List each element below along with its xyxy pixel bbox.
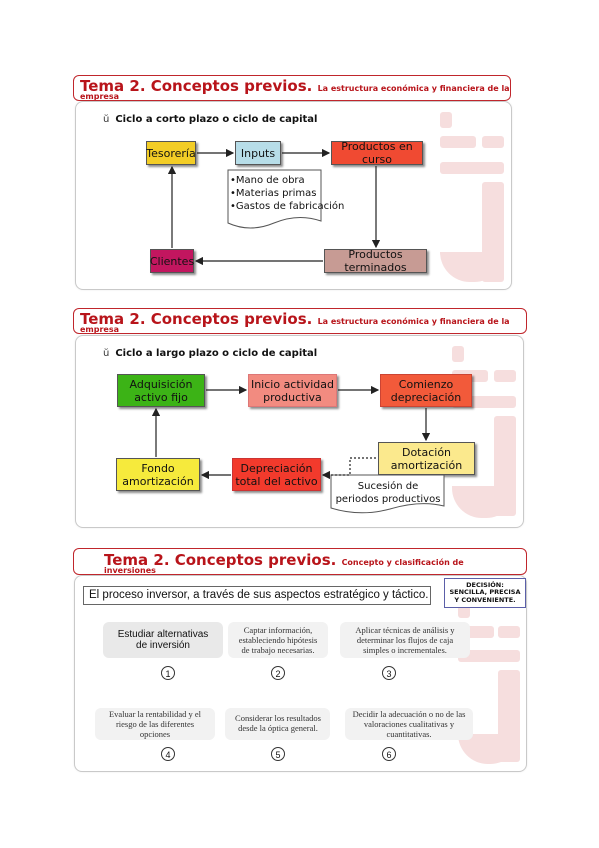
- inputs-document-shape: [227, 169, 322, 229]
- slide-1-arrows: [167, 148, 381, 266]
- note-periodos: Sucesión de periodos productivos: [335, 481, 441, 505]
- step-5-number: 5: [271, 747, 285, 761]
- step-shade-row-1: [228, 622, 328, 658]
- step-1-number: 1: [161, 666, 175, 680]
- step-4-number: 4: [161, 747, 175, 761]
- slide-subtitle: La estructura económica y financiera de …: [317, 84, 510, 93]
- watermark-logo: [430, 110, 510, 285]
- slide-2-title-bar: Tema 2. Conceptos previos. La estructura…: [73, 308, 527, 334]
- bullet-icon: ŭ: [103, 348, 110, 359]
- watermark-logo: [442, 342, 522, 522]
- step-6-number: 6: [382, 747, 396, 761]
- process-heading-box: El proceso inversor, a través de sus asp…: [83, 586, 431, 605]
- arrow-dotacion-depreciacion: [321, 457, 376, 480]
- slide-2-arrows: [151, 385, 431, 480]
- inputs-item: •Gastos de fabricación: [230, 201, 345, 212]
- step-shade-row-2: [95, 708, 215, 740]
- step-3-number: 3: [382, 666, 396, 680]
- step-2-text: Captar información,estableciendo hipótes…: [238, 625, 318, 655]
- box-clientes: Clientes: [150, 249, 194, 273]
- slide-subtitle-wrap: empresa: [80, 92, 120, 101]
- step-shade-row-2: [345, 708, 473, 740]
- slide-1-title-bar: Tema 2. Conceptos previos. La estructura…: [73, 75, 511, 101]
- step-shade-row-1: [340, 622, 470, 658]
- step-2-number: 2: [271, 666, 285, 680]
- step-shade-row-2: [225, 708, 330, 740]
- slide-title: Tema 2. Conceptos previos. La estructura…: [80, 77, 510, 95]
- slide-2: [75, 335, 524, 528]
- slide-subtitle: La estructura económica y financiera de …: [317, 317, 510, 326]
- slide-title: Tema 2. Conceptos previos. La estructura…: [80, 310, 510, 328]
- box-inputs: Inputs: [235, 141, 281, 165]
- step-shade-row-1: [103, 622, 223, 658]
- inputs-list: •Mano de obra •Materias primas •Gastos d…: [230, 174, 344, 213]
- box-productos-en-curso: Productos en curso: [331, 140, 423, 166]
- slide-title: Tema 2. Conceptos previos. Concepto y cl…: [104, 551, 464, 569]
- slide-subtitle-wrap: inversiones: [104, 566, 156, 575]
- inputs-item: •Mano de obra: [230, 175, 305, 186]
- box-productos-terminados: Productos terminados: [324, 248, 427, 274]
- note-document-shape: [330, 474, 445, 514]
- inputs-item: •Materias primas: [230, 188, 317, 199]
- slide-subtitle-wrap: empresa: [80, 325, 120, 334]
- bullet-icon: ŭ: [103, 114, 110, 125]
- slide-subtitle: Concepto y clasificación de: [341, 558, 464, 567]
- box-tesoreria: Tesorería: [146, 141, 196, 165]
- slide-3-title-bar: Tema 2. Conceptos previos. Concepto y cl…: [73, 548, 527, 575]
